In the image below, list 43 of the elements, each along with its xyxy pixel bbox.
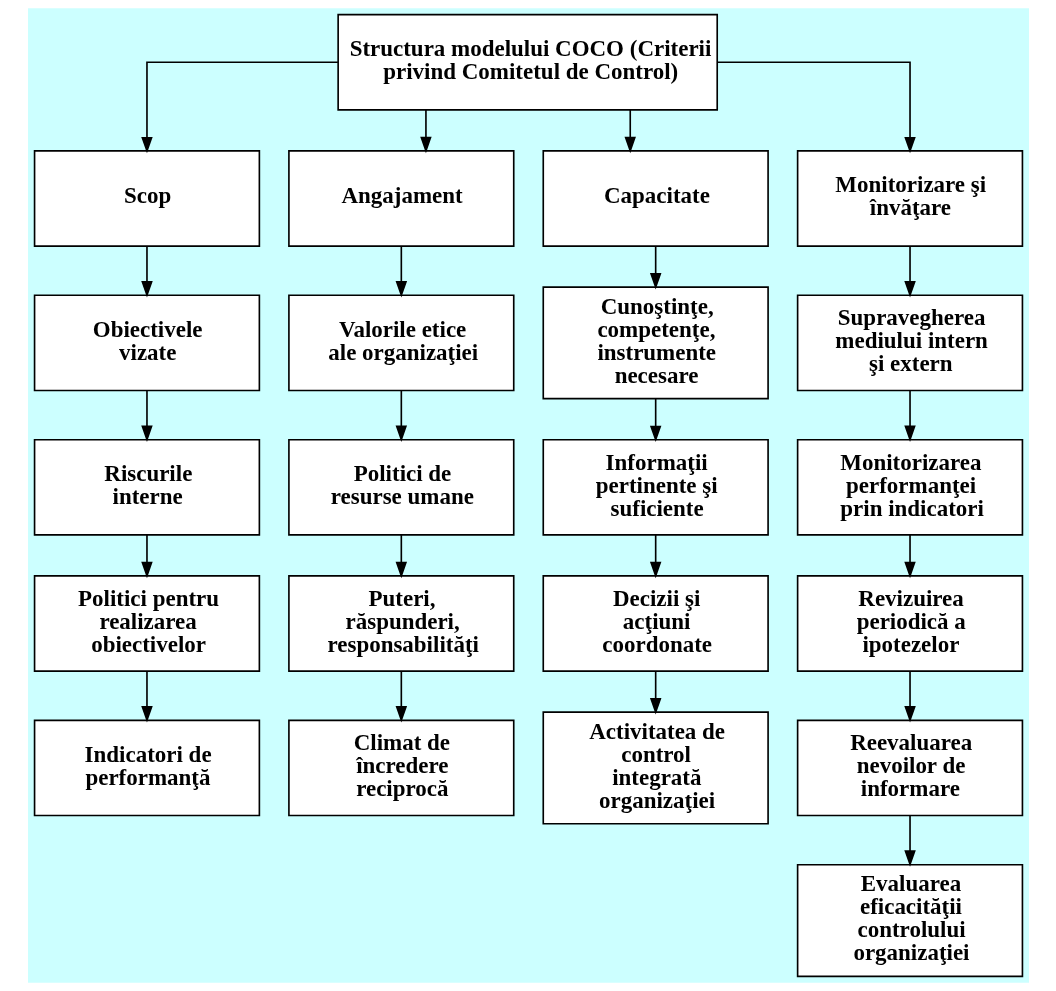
node-box: Cunoştinţe, competenţe, instrumente necesare (541, 286, 769, 400)
node-box: Decizii şi acţiuni coordonate (541, 575, 769, 672)
arrow (716, 61, 916, 154)
arrow (140, 61, 339, 154)
node-box: Capacitate (541, 150, 769, 247)
arrow (140, 390, 153, 442)
arrow (140, 670, 153, 723)
node-box: Structura modelului COCO (Criterii privind Comitetul de Control) (336, 13, 718, 111)
arrow (395, 670, 407, 723)
arrow (649, 245, 661, 290)
node-box: Informaţii pertinente şi suficiente (541, 438, 769, 536)
arrow (140, 534, 153, 579)
arrow (395, 390, 407, 442)
arrow (903, 534, 916, 579)
node-box: Evaluarea eficacităţii controlului organizaţiei (796, 863, 1023, 978)
arrow (140, 245, 153, 298)
arrow (624, 109, 636, 154)
node-box: Politici de resurse umane (287, 438, 515, 536)
node-box: Monitorizarea performanţei prin indicatori (796, 438, 1023, 536)
arrow (649, 534, 661, 579)
node-box: Valorile etice ale organizaţiei (287, 294, 515, 392)
node-box: Supravegherea mediului intern şi extern (796, 294, 1023, 392)
node-box: Monitorizare şi învăţare (796, 150, 1023, 247)
arrow (903, 245, 916, 298)
arrow (903, 390, 916, 442)
arrow (903, 670, 916, 723)
node-box: Revizuirea periodică a ipotezelor (796, 575, 1023, 672)
arrow (649, 397, 661, 443)
arrow (395, 245, 407, 298)
node-box: Puteri, răspunderi, responsabilităţi (287, 575, 515, 672)
arrow (649, 670, 661, 715)
arrow (419, 109, 432, 154)
node-box: Activitatea de control integrată organizaţiei (541, 711, 769, 825)
node-box: Indicatori de performanţă (33, 719, 260, 817)
node-box: Obiectivele vizate (33, 294, 260, 392)
arrow (903, 814, 916, 867)
node-box: Angajament (287, 150, 515, 247)
node-box: Climat de încredere reciprocă (287, 719, 515, 817)
node-box: Politici pentru realizarea obiectivelor (33, 575, 260, 672)
node-box: Scop (33, 150, 260, 247)
arrow (395, 534, 407, 579)
node-box: Riscurile interne (33, 438, 260, 536)
node-box: Reevaluarea nevoilor de informare (796, 719, 1023, 817)
